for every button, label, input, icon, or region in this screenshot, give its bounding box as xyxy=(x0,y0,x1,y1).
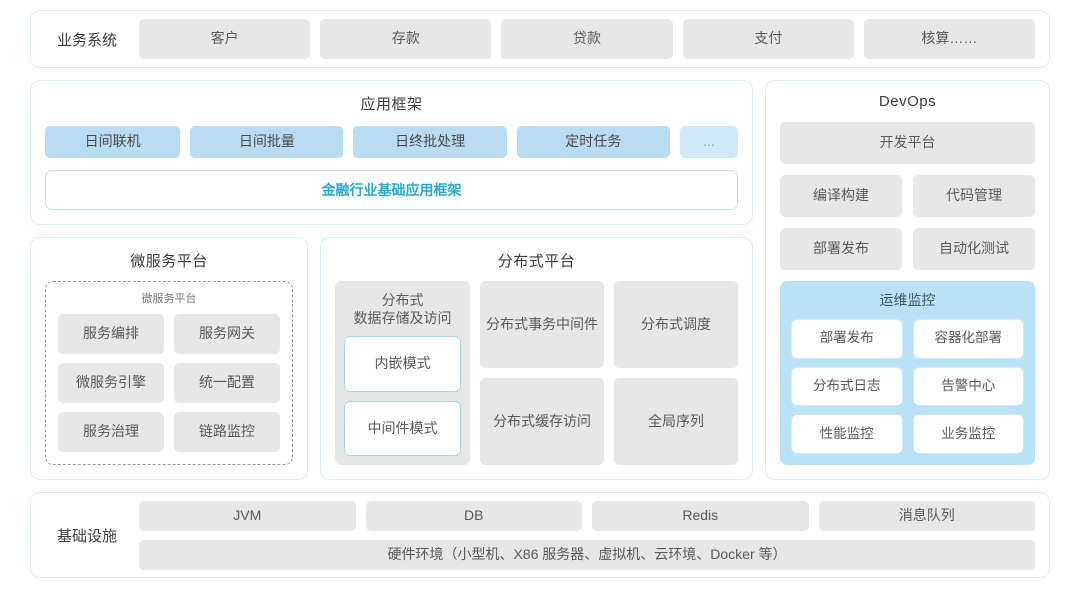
distributed-column-c: 分布式调度 全局序列 xyxy=(614,281,739,465)
devops-automated-test[interactable]: 自动化测试 xyxy=(913,228,1035,270)
application-framework-chip-row: 日间联机 日间批量 日终批处理 定时任务 ... xyxy=(45,126,739,158)
distributed-storage-title-line2: 数据存储及访问 xyxy=(353,310,452,327)
business-chip-deposit[interactable]: 存款 xyxy=(320,19,492,59)
financial-base-framework-banner: 金融行业基础应用框架 xyxy=(45,170,738,210)
devops-deploy-release[interactable]: 部署发布 xyxy=(780,228,902,270)
msp-item-trace-monitoring[interactable]: 链路监控 xyxy=(174,412,280,452)
application-framework-panel: 应用框架 日间联机 日间批量 日终批处理 定时任务 ... 金融行业基础应用框架 xyxy=(30,80,753,225)
dist-txn-line2: 事务中间件 xyxy=(528,315,599,332)
infrastructure-hardware-row: 硬件环境（小型机、X86 服务器、虚拟机、云环境、Docker 等） xyxy=(139,539,1035,570)
ops-item-distributed-log[interactable]: 分布式日志 xyxy=(791,366,903,407)
middle-band: 应用框架 日间联机 日间批量 日终批处理 定时任务 ... 金融行业基础应用框架… xyxy=(30,80,1050,480)
appfw-chip-daytime-online[interactable]: 日间联机 xyxy=(45,126,181,158)
dist-cache-line1: 分布式 xyxy=(493,412,536,429)
distributed-storage-card[interactable]: 分布式 数据存储及访问 内嵌模式 中间件模式 xyxy=(335,281,471,465)
business-chip-payment[interactable]: 支付 xyxy=(682,19,854,59)
infra-chip-redis[interactable]: Redis xyxy=(592,500,809,531)
microservice-platform-title: 微服务平台 xyxy=(130,253,208,270)
distributed-column-b: 分布式 事务中间件 分布式 缓存访问 xyxy=(480,281,605,465)
infrastructure-row: 基础设施 JVM DB Redis 消息队列 硬件环境（小型机、X86 服务器、… xyxy=(30,492,1050,578)
devops-pair-row-1: 编译构建 代码管理 xyxy=(780,175,1035,217)
devops-pair-row-2: 部署发布 自动化测试 xyxy=(780,228,1035,270)
distributed-platform-body: 分布式 数据存储及访问 内嵌模式 中间件模式 分布式 事务中间件 xyxy=(335,281,739,465)
devops-panel: DevOps 开发平台 编译构建 代码管理 部署发布 自动化测试 运维监控 部署… xyxy=(765,80,1050,480)
distributed-storage-mode-embedded[interactable]: 内嵌模式 xyxy=(344,336,462,392)
dist-txn-line1: 分布式 xyxy=(486,315,529,332)
ops-monitoring-panel: 运维监控 部署发布 容器化部署 分布式日志 告警中心 性能监控 业务监控 xyxy=(780,281,1035,465)
microservice-platform-panel: 微服务平台 微服务平台 服务编排 服务网关 微服务引擎 统一配置 服务治理 链路… xyxy=(30,237,308,480)
business-chip-accounting[interactable]: 核算…… xyxy=(863,19,1036,59)
ops-item-performance-monitoring[interactable]: 性能监控 xyxy=(791,414,903,454)
microservice-platform-dashed-box: 微服务平台 服务编排 服务网关 微服务引擎 统一配置 服务治理 链路监控 xyxy=(45,281,293,465)
distributed-transaction-middleware[interactable]: 分布式 事务中间件 xyxy=(480,281,605,368)
business-chip-customer[interactable]: 客户 xyxy=(139,19,311,59)
distributed-storage-mode-middleware[interactable]: 中间件模式 xyxy=(344,400,462,456)
msp-item-service-orchestration[interactable]: 服务编排 xyxy=(58,314,164,354)
infrastructure-content: JVM DB Redis 消息队列 硬件环境（小型机、X86 服务器、虚拟机、云… xyxy=(139,500,1035,570)
distributed-storage-title: 分布式 数据存储及访问 xyxy=(354,291,452,327)
infra-chip-db[interactable]: DB xyxy=(365,500,582,531)
lower-platform-pair: 微服务平台 微服务平台 服务编排 服务网关 微服务引擎 统一配置 服务治理 链路… xyxy=(30,237,753,480)
distributed-platform-title: 分布式平台 xyxy=(497,253,576,270)
infra-chip-jvm[interactable]: JVM xyxy=(139,500,356,531)
infra-hardware-environment[interactable]: 硬件环境（小型机、X86 服务器、虚拟机、云环境、Docker 等） xyxy=(139,539,1035,570)
microservice-platform-grid: 服务编排 服务网关 微服务引擎 统一配置 服务治理 链路监控 xyxy=(58,314,280,452)
ops-item-business-monitoring[interactable]: 业务监控 xyxy=(912,414,1024,454)
ops-monitoring-title: 运维监控 xyxy=(879,292,936,308)
infra-chip-message-queue[interactable]: 消息队列 xyxy=(818,500,1035,531)
microservice-platform-inner-label: 微服务平台 xyxy=(141,293,197,305)
global-sequence[interactable]: 全局序列 xyxy=(614,378,739,465)
business-systems-label: 业务系统 xyxy=(56,31,117,49)
distributed-cache-access[interactable]: 分布式 缓存访问 xyxy=(480,378,605,465)
platform-column: 应用框架 日间联机 日间批量 日终批处理 定时任务 ... 金融行业基础应用框架… xyxy=(30,80,753,480)
devops-dev-platform[interactable]: 开发平台 xyxy=(780,122,1035,164)
ops-item-deploy-release[interactable]: 部署发布 xyxy=(791,319,903,359)
appfw-chip-scheduled-task[interactable]: 定时任务 xyxy=(516,126,670,158)
ops-item-alert-center[interactable]: 告警中心 xyxy=(912,366,1024,407)
ops-monitoring-grid: 部署发布 容器化部署 分布式日志 告警中心 性能监控 业务监控 xyxy=(791,319,1024,454)
application-framework-title: 应用框架 xyxy=(360,96,423,113)
business-chip-loan[interactable]: 贷款 xyxy=(501,19,673,59)
devops-title: DevOps xyxy=(878,93,937,110)
msp-item-unified-config[interactable]: 统一配置 xyxy=(174,363,280,403)
devops-column: DevOps 开发平台 编译构建 代码管理 部署发布 自动化测试 运维监控 部署… xyxy=(765,80,1050,480)
infrastructure-label: 基础设施 xyxy=(56,527,117,545)
msp-item-microservice-engine[interactable]: 微服务引擎 xyxy=(58,363,164,403)
distributed-platform-panel: 分布式平台 分布式 数据存储及访问 内嵌模式 中间件模式 xyxy=(320,237,753,480)
ops-item-containerized-deploy[interactable]: 容器化部署 xyxy=(912,319,1024,359)
devops-code-management[interactable]: 代码管理 xyxy=(913,175,1035,217)
distributed-scheduling[interactable]: 分布式调度 xyxy=(614,281,739,368)
appfw-chip-eod-batch[interactable]: 日终批处理 xyxy=(353,126,507,158)
dist-cache-line2: 缓存访问 xyxy=(535,412,592,429)
appfw-chip-daytime-batch[interactable]: 日间批量 xyxy=(190,126,344,158)
business-systems-row: 业务系统 客户 存款 贷款 支付 核算…… xyxy=(30,10,1050,68)
distributed-storage-title-line1: 分布式 xyxy=(381,292,424,308)
appfw-chip-more[interactable]: ... xyxy=(679,126,739,158)
devops-build[interactable]: 编译构建 xyxy=(780,175,902,217)
infrastructure-chip-row: JVM DB Redis 消息队列 xyxy=(139,500,1035,531)
msp-item-service-governance[interactable]: 服务治理 xyxy=(58,412,164,452)
msp-item-service-gateway[interactable]: 服务网关 xyxy=(174,314,280,354)
